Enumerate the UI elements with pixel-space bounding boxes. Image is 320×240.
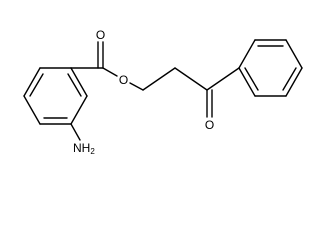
bond <box>70 67 88 97</box>
ester-group <box>70 41 176 91</box>
ketone-group <box>174 67 240 118</box>
bond <box>70 123 81 141</box>
bond <box>70 95 88 125</box>
amine-subscript: 2 <box>90 147 95 156</box>
bond <box>285 67 303 97</box>
bond <box>142 67 176 91</box>
bond-inner <box>282 67 297 91</box>
chemical-structure-diagram: O O O NH2 <box>23 28 303 156</box>
bond <box>206 67 240 91</box>
bond-inner <box>244 67 259 91</box>
ester-oxygen-label: O <box>119 73 128 87</box>
benzene-ring-left <box>23 67 88 125</box>
bond <box>23 95 41 125</box>
amine-label: NH2 <box>73 141 95 156</box>
bond <box>129 82 144 91</box>
bond-inner <box>29 73 44 97</box>
ketone-oxygen-label: O <box>205 118 214 132</box>
bond <box>238 39 256 69</box>
bond <box>238 67 256 97</box>
bond <box>23 67 41 97</box>
bond-inner <box>67 73 82 97</box>
benzene-ring-right <box>238 39 303 97</box>
amino-group <box>70 123 81 141</box>
amine-element: NH <box>73 141 90 155</box>
bond <box>174 67 208 91</box>
bond <box>102 67 118 77</box>
bond <box>285 39 303 69</box>
carbonyl-oxygen-label: O <box>96 28 105 42</box>
